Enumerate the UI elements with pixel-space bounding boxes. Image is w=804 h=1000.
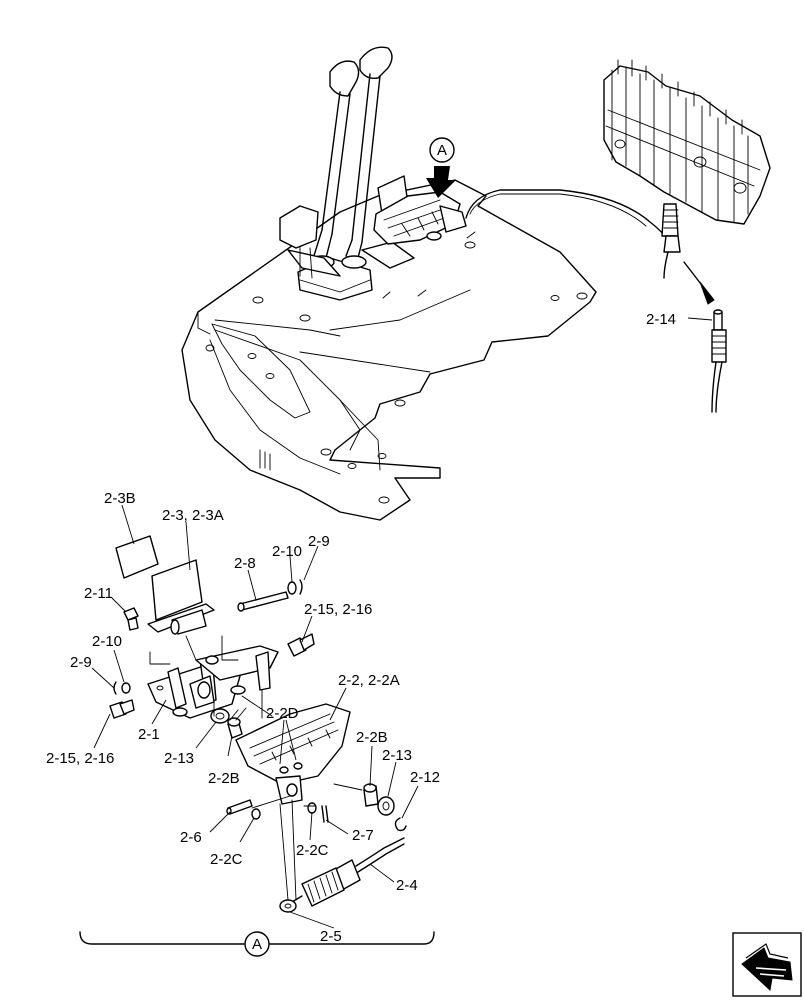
label-2-2d: 2-2D	[266, 705, 299, 722]
pedal-plate-2-3	[147, 559, 215, 635]
floor-plate	[181, 179, 597, 521]
bolt-2-15-lower	[109, 699, 135, 719]
washer-2-10-upper	[287, 581, 297, 595]
label-2-8: 2-8	[234, 555, 256, 572]
label-2-2c-left: 2-2C	[210, 851, 243, 868]
snap-ring-2-12	[394, 817, 407, 832]
next-page-arrow-icon[interactable]	[732, 932, 802, 997]
label-2-6: 2-6	[180, 829, 202, 846]
label-2-2: 2-2, 2-2A	[338, 672, 400, 689]
label-2-9-upper: 2-9	[308, 533, 330, 550]
upper-pedal	[373, 191, 467, 245]
label-2-2b-left: 2-2B	[208, 770, 240, 787]
snap-ring-2-9-lower	[113, 681, 117, 695]
label-2-10-lower: 2-10	[92, 633, 122, 650]
bracket-2-1	[147, 645, 279, 719]
label-2-5: 2-5	[320, 928, 342, 945]
label-2-3: 2-3, 2-3A	[162, 507, 224, 524]
label-2-3b: 2-3B	[104, 490, 136, 507]
label-2-7: 2-7	[352, 827, 374, 844]
label-2-2c-right: 2-2C	[296, 842, 329, 859]
label-2-13-right: 2-13	[382, 747, 412, 764]
label-2-9-lower: 2-9	[70, 654, 92, 671]
bolt-2-11	[123, 607, 139, 631]
pin-2-6	[226, 799, 253, 815]
washer-2-13-right	[377, 796, 395, 816]
bushing-2-2b-right	[363, 783, 379, 807]
bushing-2-2b-left	[227, 717, 243, 739]
view-marker-a-text-upper: A	[437, 142, 447, 159]
label-2-13-left: 2-13	[164, 750, 194, 767]
label-2-15-lower: 2-15, 2-16	[46, 750, 114, 767]
snap-ring-2-9-upper	[299, 579, 303, 595]
pin-2-8	[237, 591, 289, 612]
bushing-2-2c-left	[251, 808, 261, 820]
control-valve	[603, 59, 771, 225]
label-2-11: 2-11	[84, 585, 113, 602]
label-2-4: 2-4	[396, 877, 418, 894]
washer-2-13-left	[210, 708, 230, 724]
view-a-bracket: A	[79, 931, 435, 957]
label-2-2b-right: 2-2B	[356, 729, 388, 746]
cover-plate-2-3b	[115, 535, 159, 579]
washer-2-10-lower	[121, 682, 131, 694]
label-2-10-upper: 2-10	[272, 543, 302, 560]
label-2-15-upper: 2-15, 2-16	[304, 601, 372, 618]
pedal-2-2	[235, 703, 351, 805]
upper-control-cable	[465, 189, 715, 305]
cable-end-2-14	[711, 309, 727, 413]
bushing-2-2c-right	[307, 802, 317, 814]
view-marker-a-text-lower: A	[252, 936, 262, 953]
bolt-2-15-upper	[287, 633, 315, 657]
label-2-12: 2-12	[410, 769, 440, 786]
control-cable-2-4	[291, 837, 405, 907]
split-pin-2-7	[321, 805, 329, 823]
part-labels: 2-14 2-3B 2-3, 2-3A 2-8 2-10 2-9 2-11 2-…	[46, 311, 676, 945]
assembly-lines	[149, 635, 363, 901]
label-2-1: 2-1	[138, 726, 160, 743]
label-2-14: 2-14	[646, 311, 676, 328]
leader-lines	[91, 317, 713, 929]
view-marker-a-upper: A	[426, 137, 456, 198]
rod-end-2-5	[279, 899, 297, 913]
travel-levers	[279, 46, 415, 301]
